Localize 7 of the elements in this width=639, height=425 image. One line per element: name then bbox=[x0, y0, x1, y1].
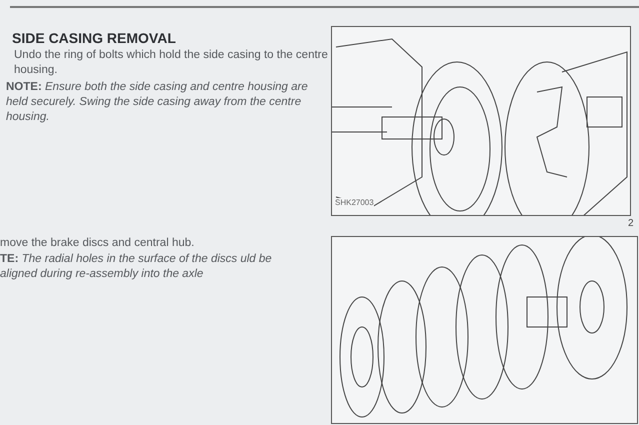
note-text: NOTE: Ensure both the side casing and centre housing are held securely. Swing the side casing away from the centre housing. bbox=[6, 80, 309, 125]
instruction-text: Undo the ring of bolts which hold the side casing to the centre housing. bbox=[14, 48, 329, 78]
instruction-text: move the brake discs and central hub. bbox=[0, 236, 196, 251]
figure-code: SHK27003 bbox=[335, 198, 374, 208]
page-number: 2 bbox=[628, 217, 634, 231]
note-text: TE: The radial holes in the surface of the discs uld be aligned during re-assembly into the axle bbox=[0, 252, 273, 282]
section-heading: SIDE CASING REMOVAL bbox=[12, 30, 176, 46]
